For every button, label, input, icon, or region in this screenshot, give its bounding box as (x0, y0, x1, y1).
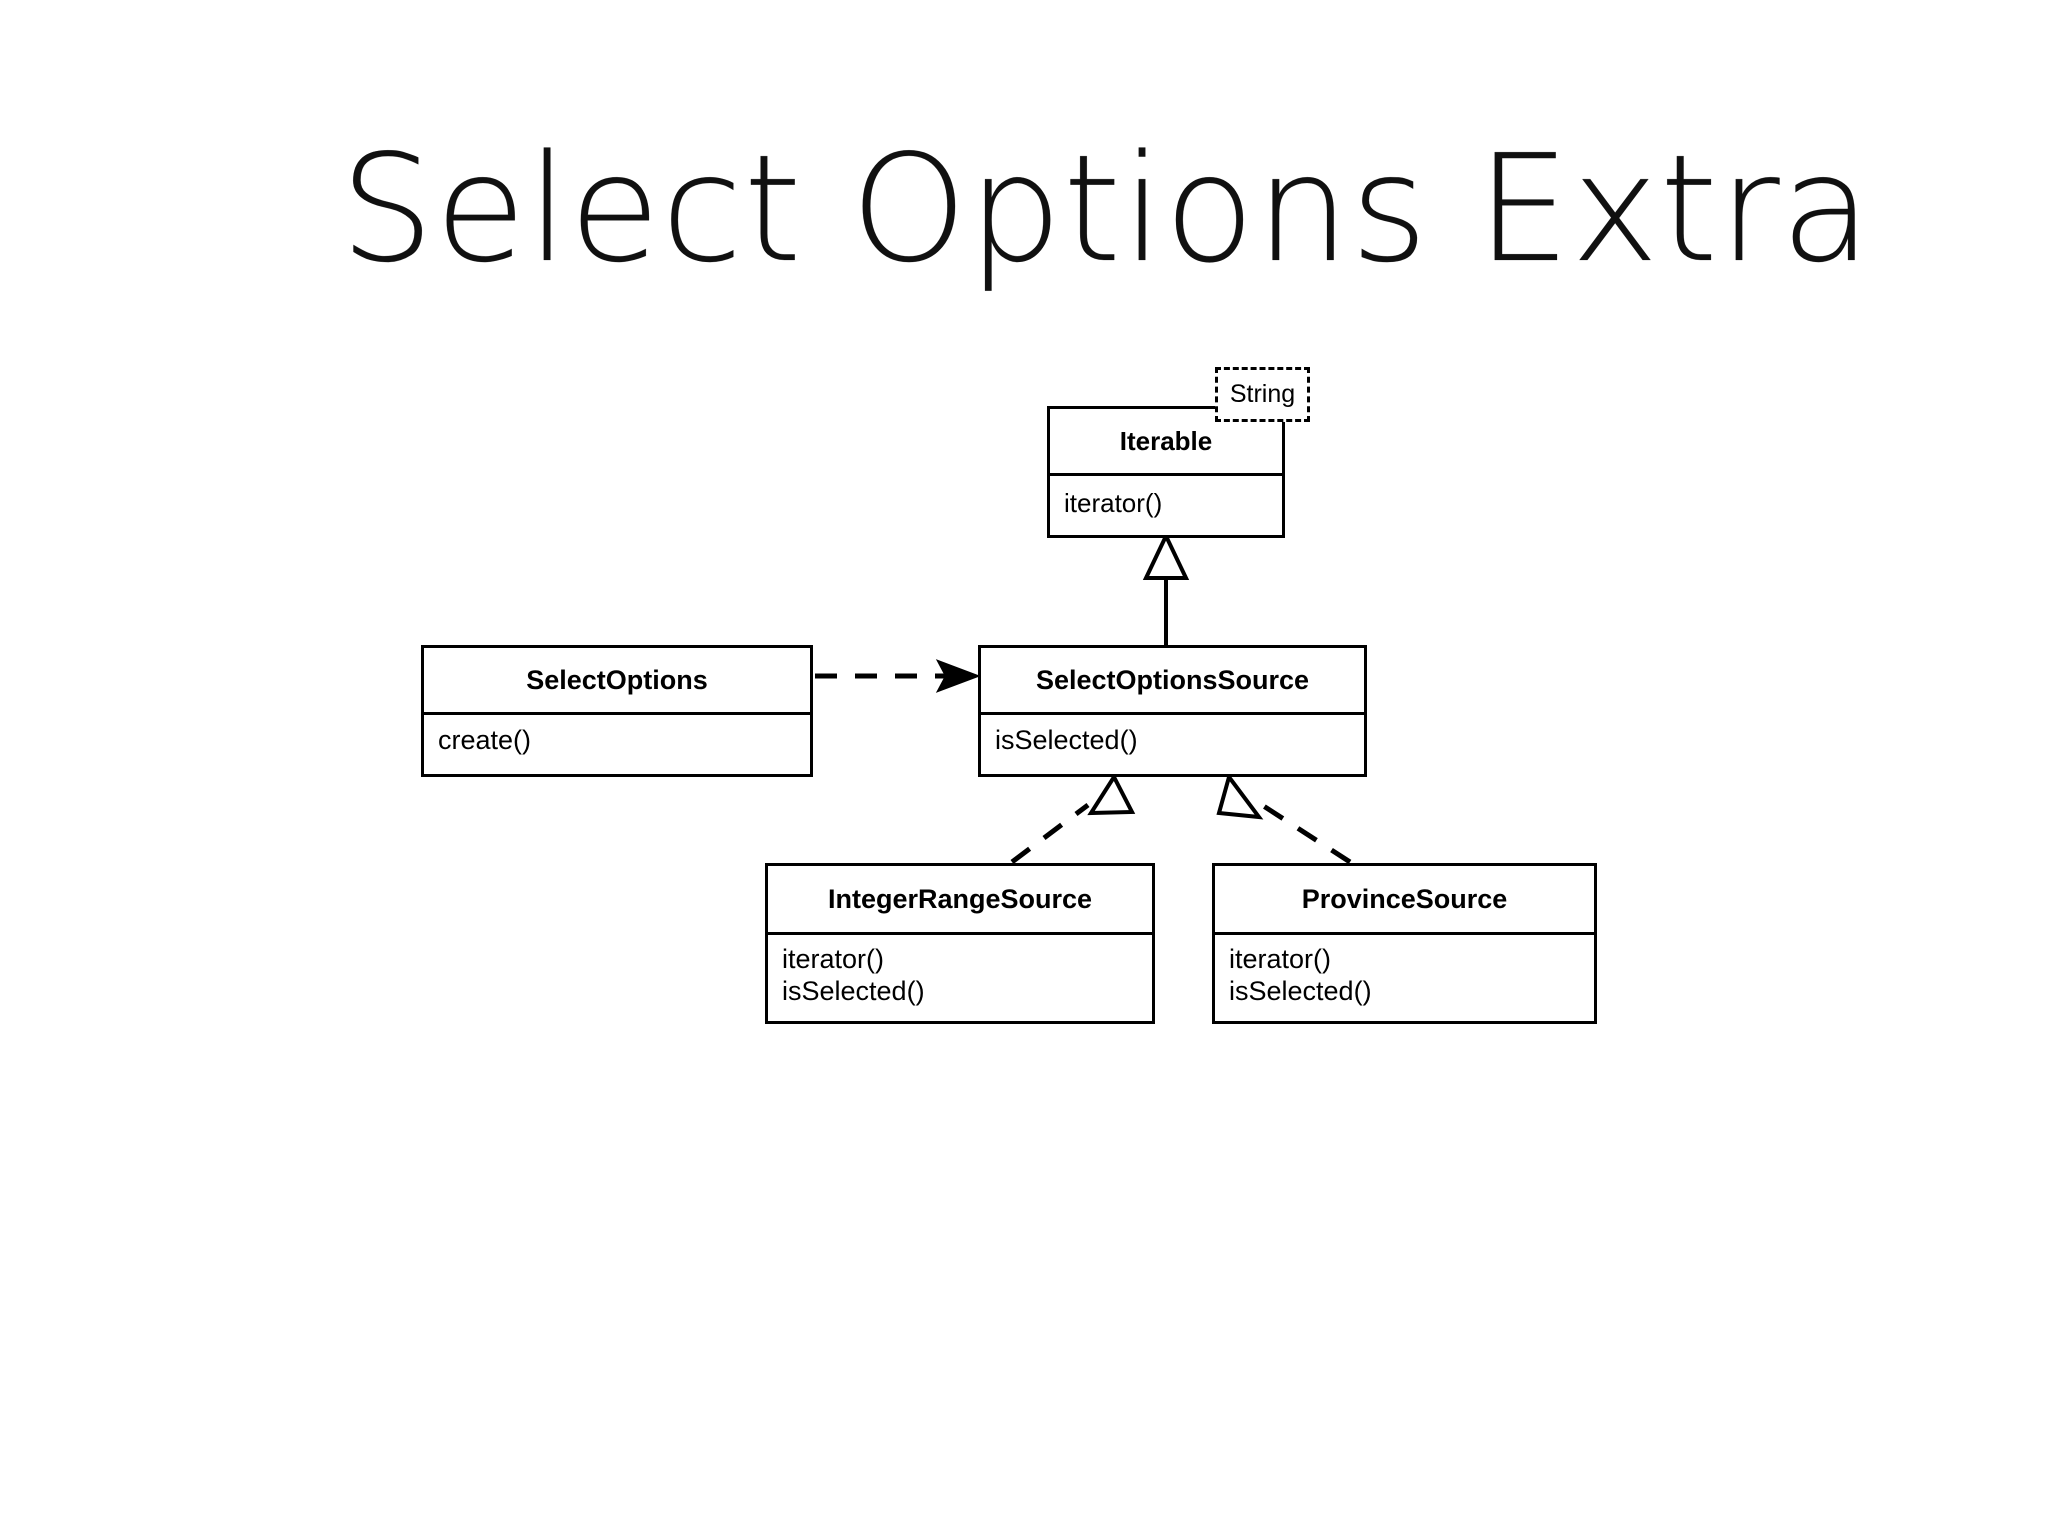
rel-realization-integerrange-source-icon (1010, 772, 1136, 864)
class-name-integerrangesource: IntegerRangeSource (827, 883, 1093, 914)
class-box-integerrangesource[interactable]: IntegerRangeSource iterator() isSelected… (765, 863, 1155, 1024)
page-title: Select Options Extra (340, 123, 1873, 295)
member-iterable-0: iterator() (1064, 488, 1163, 518)
class-name-iterable: Iterable (1119, 425, 1213, 456)
class-name-selectoptionssource: SelectOptionsSource (1035, 664, 1310, 695)
class-box-provincesource[interactable]: ProvinceSource iterator() isSelected() (1212, 863, 1597, 1024)
template-parameter-label: String (1229, 380, 1296, 408)
class-box-selectoptions[interactable]: SelectOptions create() (421, 645, 813, 777)
class-members-selectoptions: create() (424, 712, 810, 777)
rel-realization-province-source-icon (1216, 772, 1352, 865)
member-provincesource-1: isSelected() (1229, 975, 1372, 1006)
class-name-provincesource: ProvinceSource (1301, 883, 1508, 914)
class-members-provincesource: iterator() isSelected() (1215, 932, 1594, 1027)
class-members-integerrangesource: iterator() isSelected() (768, 932, 1152, 1027)
template-parameter-box-string: String (1215, 367, 1310, 422)
rel-generalization-source-iterable-icon (1142, 531, 1190, 645)
class-members-selectoptionssource: isSelected() (981, 712, 1364, 777)
member-integerrangesource-0: iterator() (782, 944, 885, 974)
rel-dependency-selectoptions-source-icon (815, 659, 981, 693)
class-box-iterable[interactable]: Iterable iterator() (1047, 406, 1285, 538)
member-integerrangesource-1: isSelected() (782, 975, 925, 1006)
class-name-selectoptions: SelectOptions (526, 664, 708, 695)
class-box-selectoptionssource[interactable]: SelectOptionsSource isSelected() (978, 645, 1367, 777)
member-selectoptions-0: create() (438, 725, 532, 755)
member-selectoptionssource-0: isSelected() (995, 725, 1138, 755)
member-provincesource-0: iterator() (1229, 944, 1332, 974)
class-members-iterable: iterator() (1050, 473, 1282, 538)
